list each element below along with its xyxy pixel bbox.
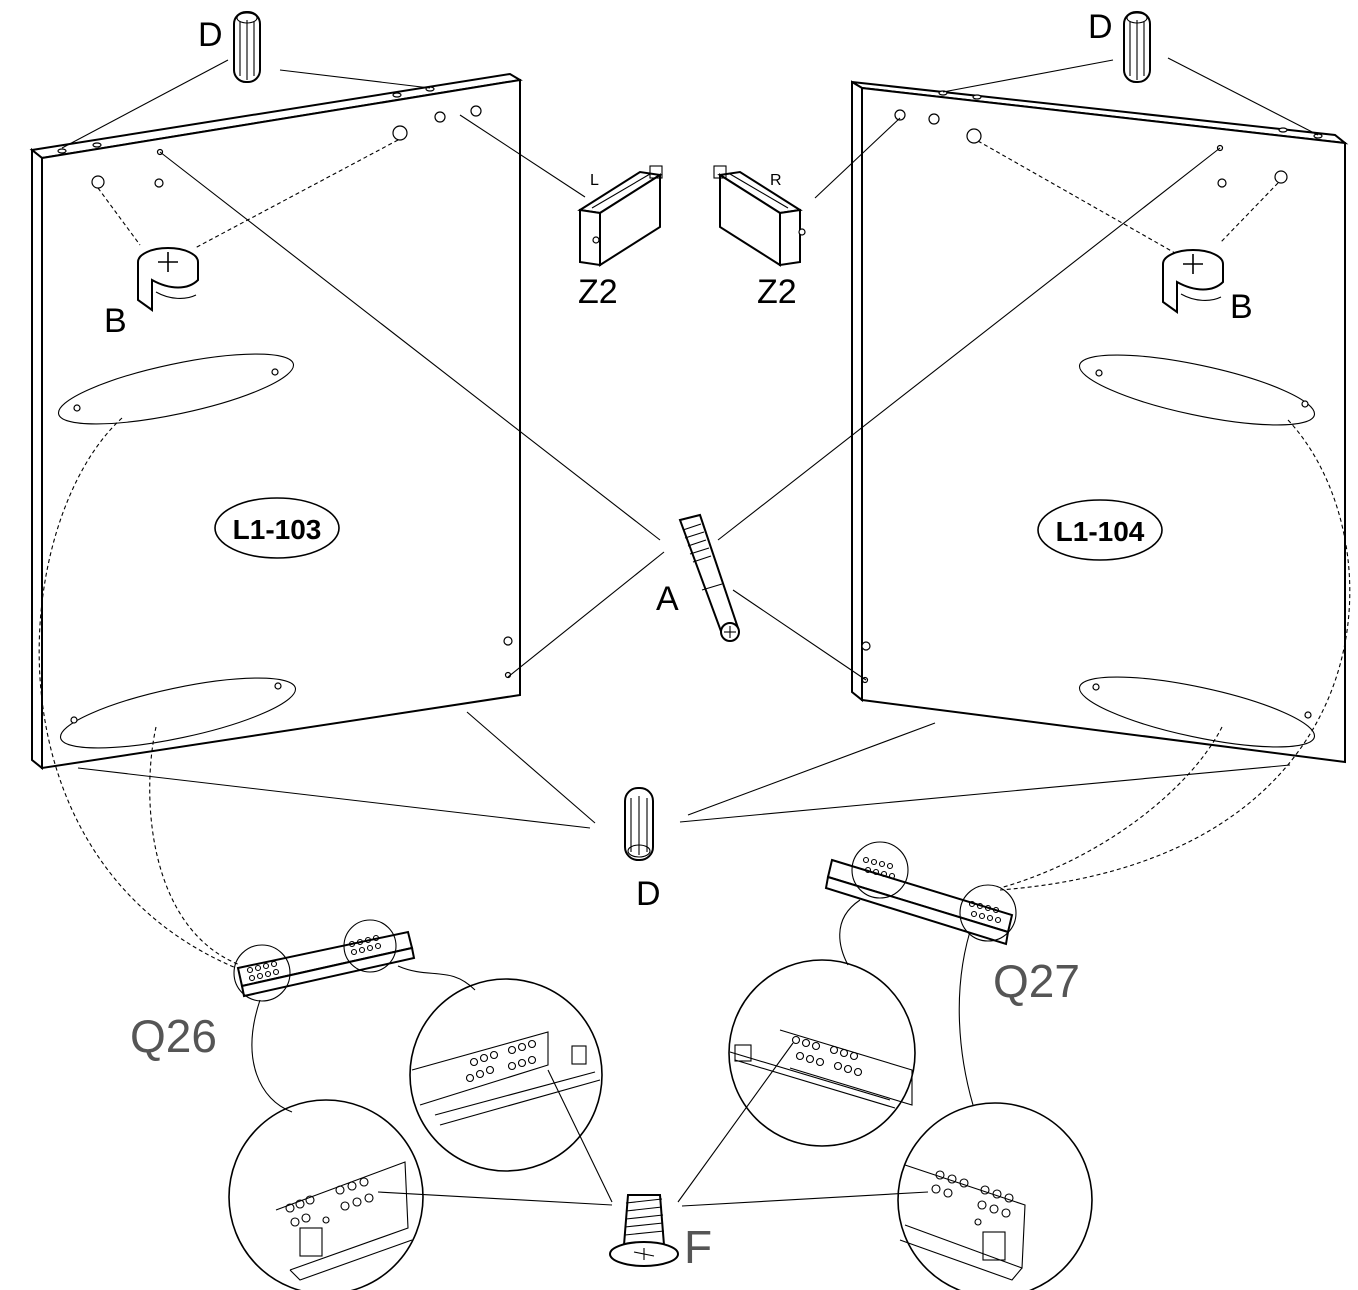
dowel-top-right xyxy=(1123,11,1151,83)
panel-id-badge-left xyxy=(214,497,340,559)
cam-lock-left xyxy=(137,247,199,312)
hinge-side-label-right: R xyxy=(770,172,782,189)
dowel-top-left xyxy=(233,11,261,83)
cam-lock-label-right: B xyxy=(1230,288,1253,326)
hinge-block-left xyxy=(577,165,663,267)
dowel-label-top-right: D xyxy=(1088,8,1113,46)
screw xyxy=(609,1194,679,1267)
cam-lock-label-left: B xyxy=(104,302,127,340)
detail-right-front xyxy=(728,959,916,1147)
dowel-label-top-left: D xyxy=(198,16,223,54)
dowel-label-bottom: D xyxy=(636,875,661,913)
runner-left xyxy=(233,919,416,1002)
detail-right-back xyxy=(897,1102,1093,1290)
detail-left-back xyxy=(228,1099,424,1290)
hinge-block-right xyxy=(713,165,806,267)
hinge-code-label-left: Z2 xyxy=(578,273,618,311)
cam-bolt-label: A xyxy=(656,580,679,618)
cam-bolt xyxy=(678,513,740,642)
runner-label-left: Q26 xyxy=(130,1010,217,1062)
hinge-code-label-right: Z2 xyxy=(757,273,797,311)
cam-lock-right xyxy=(1162,249,1224,314)
left-side-panel: L1-103 xyxy=(29,72,523,771)
hinge-side-label-left: L xyxy=(590,172,599,189)
dowel-bottom xyxy=(624,787,654,861)
leader-lines xyxy=(38,57,1351,1207)
panel-id-badge-right xyxy=(1037,499,1163,561)
panel-id-left: L1-103 xyxy=(233,514,322,545)
right-side-panel: L1-104 xyxy=(851,80,1349,764)
panel-id-right: L1-104 xyxy=(1056,516,1145,547)
detail-left-front xyxy=(409,978,603,1172)
runner-label-right: Q27 xyxy=(993,955,1080,1007)
runner-right xyxy=(824,841,1017,946)
screw-label: F xyxy=(684,1221,712,1273)
